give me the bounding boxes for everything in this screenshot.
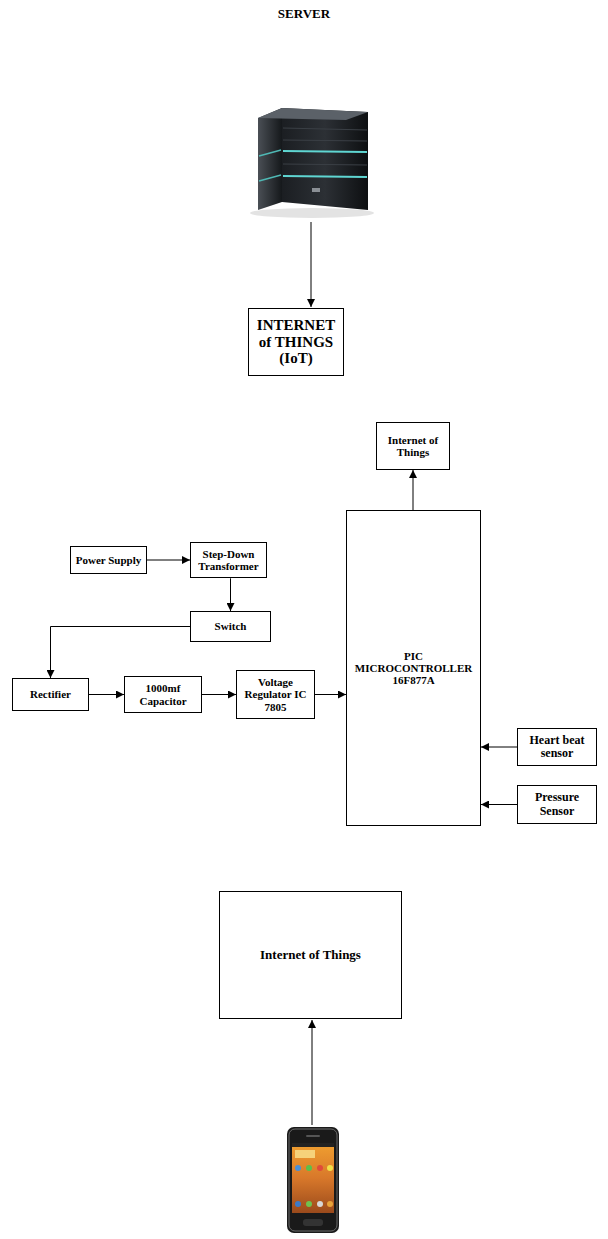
block-label: 1000mf Capacitor: [129, 682, 197, 707]
block-box: 1000mf Capacitor: [124, 676, 202, 713]
block-box: Voltage Regulator IC 7805: [236, 670, 315, 719]
block-label: Heart beat sensor: [522, 734, 592, 761]
block-label: Step-Down Transformer: [195, 548, 262, 573]
block-label: INTERNET of THINGS (IoT): [253, 317, 339, 367]
block-box: Heart beat sensor: [517, 728, 597, 767]
arrow-connector: [481, 804, 517, 805]
text-holder: INTERNET of THINGS (IoT): [253, 317, 339, 367]
phone-link-arrow: [312, 1020, 313, 1125]
server-icon: [250, 108, 374, 218]
block-box: Rectifier: [12, 678, 89, 711]
text-holder: Pressure Sensor: [522, 791, 592, 818]
block-box: Internet of Things: [376, 422, 450, 470]
text-holder: Heart beat sensor: [522, 734, 592, 761]
text-holder: Voltage Regulator IC 7805: [241, 676, 310, 713]
text-holder: Internet of Things: [224, 948, 397, 963]
heading-label: SERVER: [278, 6, 330, 22]
arrow-connector: [481, 747, 517, 748]
block-box: Internet of Things: [219, 891, 402, 1019]
arrow-connector: [315, 694, 346, 695]
block-label: Voltage Regulator IC 7805: [241, 676, 310, 713]
block-box: PIC MICROCONTROLLER 16F877A: [346, 510, 481, 826]
arrow-connector: [202, 694, 236, 695]
arrow-connector: [147, 560, 190, 561]
block-box: Switch: [190, 611, 271, 642]
arrow-connector: [89, 694, 124, 695]
block-box: Pressure Sensor: [517, 785, 597, 824]
block-label: Switch: [195, 620, 266, 632]
block-box: Power Supply: [70, 546, 147, 574]
arrow-connector: [413, 470, 414, 510]
text-holder: PIC MICROCONTROLLER 16F877A: [351, 650, 476, 687]
text-holder: Rectifier: [17, 688, 84, 700]
text-holder: Power Supply: [75, 554, 142, 566]
block-box: Step-Down Transformer: [190, 542, 267, 579]
block-label: PIC MICROCONTROLLER 16F877A: [351, 650, 476, 687]
block-label: Internet of Things: [224, 948, 397, 963]
block-label: Pressure Sensor: [522, 791, 592, 818]
block-label: Internet of Things: [381, 434, 445, 459]
block-box: INTERNET of THINGS (IoT): [248, 308, 344, 376]
phone-icon: [287, 1127, 339, 1233]
text-holder: Switch: [195, 620, 266, 632]
arrow-connector: [51, 627, 191, 679]
arrow-connector: [230, 578, 231, 611]
server-link-arrow: [311, 222, 312, 307]
text-holder: Step-Down Transformer: [195, 548, 262, 573]
text-holder: Internet of Things: [381, 434, 445, 459]
block-label: Rectifier: [17, 688, 84, 700]
text-holder: 1000mf Capacitor: [129, 682, 197, 707]
block-label: Power Supply: [75, 554, 142, 566]
